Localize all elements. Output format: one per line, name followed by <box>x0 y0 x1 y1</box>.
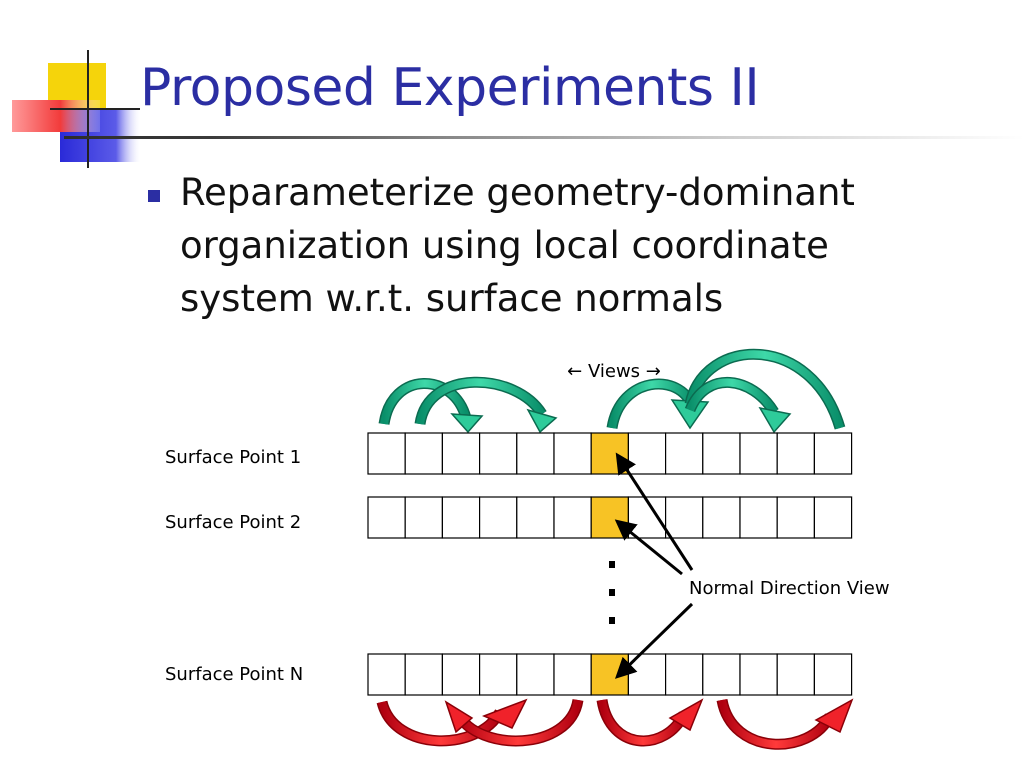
view-cell <box>776 653 816 696</box>
row-label: Surface Point N <box>165 664 303 685</box>
row-label: Surface Point 1 <box>165 447 301 468</box>
normal-view-cell <box>590 496 630 539</box>
view-cell <box>664 653 704 696</box>
view-arrow-bottom-4 <box>716 698 854 750</box>
normal-direction-label: Normal Direction View <box>689 578 890 599</box>
view-row-2: Surface Point 2 <box>165 496 853 539</box>
view-arrow-bottom-2 <box>444 698 584 747</box>
view-cell <box>813 496 853 539</box>
view-cell <box>479 653 518 696</box>
view-row-1: Surface Point 1 <box>165 432 853 475</box>
view-cell <box>441 496 481 539</box>
view-cell <box>367 432 406 475</box>
view-cell <box>367 653 406 696</box>
view-cell <box>553 653 592 696</box>
pointer-arrow-2 <box>614 519 683 576</box>
bullet-text: Reparameterize geometry-dominant organiz… <box>180 171 855 320</box>
pointer-arrow-3 <box>614 602 694 679</box>
view-arrow-bottom-3 <box>596 698 704 747</box>
view-cell <box>813 432 853 475</box>
normal-view-cell <box>590 653 630 696</box>
view-cell <box>553 432 592 475</box>
view-cell <box>404 432 444 475</box>
view-cell <box>516 432 555 475</box>
view-cell <box>404 653 444 696</box>
view-cell <box>553 496 592 539</box>
view-cell <box>627 432 667 475</box>
view-cell <box>702 496 741 539</box>
view-cell <box>739 496 778 539</box>
view-cell <box>479 432 518 475</box>
view-cell <box>664 496 704 539</box>
view-arrow-top-2 <box>414 376 558 434</box>
view-cell <box>479 496 518 539</box>
title-underline <box>64 136 1024 139</box>
view-cell <box>664 432 704 475</box>
view-cell <box>516 496 555 539</box>
view-cell <box>702 653 741 696</box>
view-cell <box>739 653 778 696</box>
view-cell <box>739 432 778 475</box>
view-cell <box>404 496 444 539</box>
view-cell <box>441 653 481 696</box>
view-cell <box>813 653 853 696</box>
slide-title: Proposed Experiments II <box>140 58 760 118</box>
view-cell <box>441 432 481 475</box>
bullet-marker <box>148 190 160 202</box>
views-label: ← Views → <box>567 361 661 382</box>
view-arrow-bottom-1 <box>376 698 528 747</box>
view-arrow-top-5 <box>684 377 792 434</box>
normal-view-cell <box>590 432 630 475</box>
view-cell <box>776 432 816 475</box>
view-cell <box>702 432 741 475</box>
pointer-arrow-1 <box>615 452 694 571</box>
view-arrow-top-4 <box>684 348 846 430</box>
view-row-n: Surface Point N <box>165 653 853 696</box>
view-cell <box>367 496 406 539</box>
view-cell <box>516 653 555 696</box>
view-arrow-top-1 <box>378 378 484 434</box>
view-arrow-top-3 <box>606 378 710 430</box>
view-cell <box>776 496 816 539</box>
row-label: Surface Point 2 <box>165 512 301 533</box>
row-ellipsis <box>609 561 615 624</box>
